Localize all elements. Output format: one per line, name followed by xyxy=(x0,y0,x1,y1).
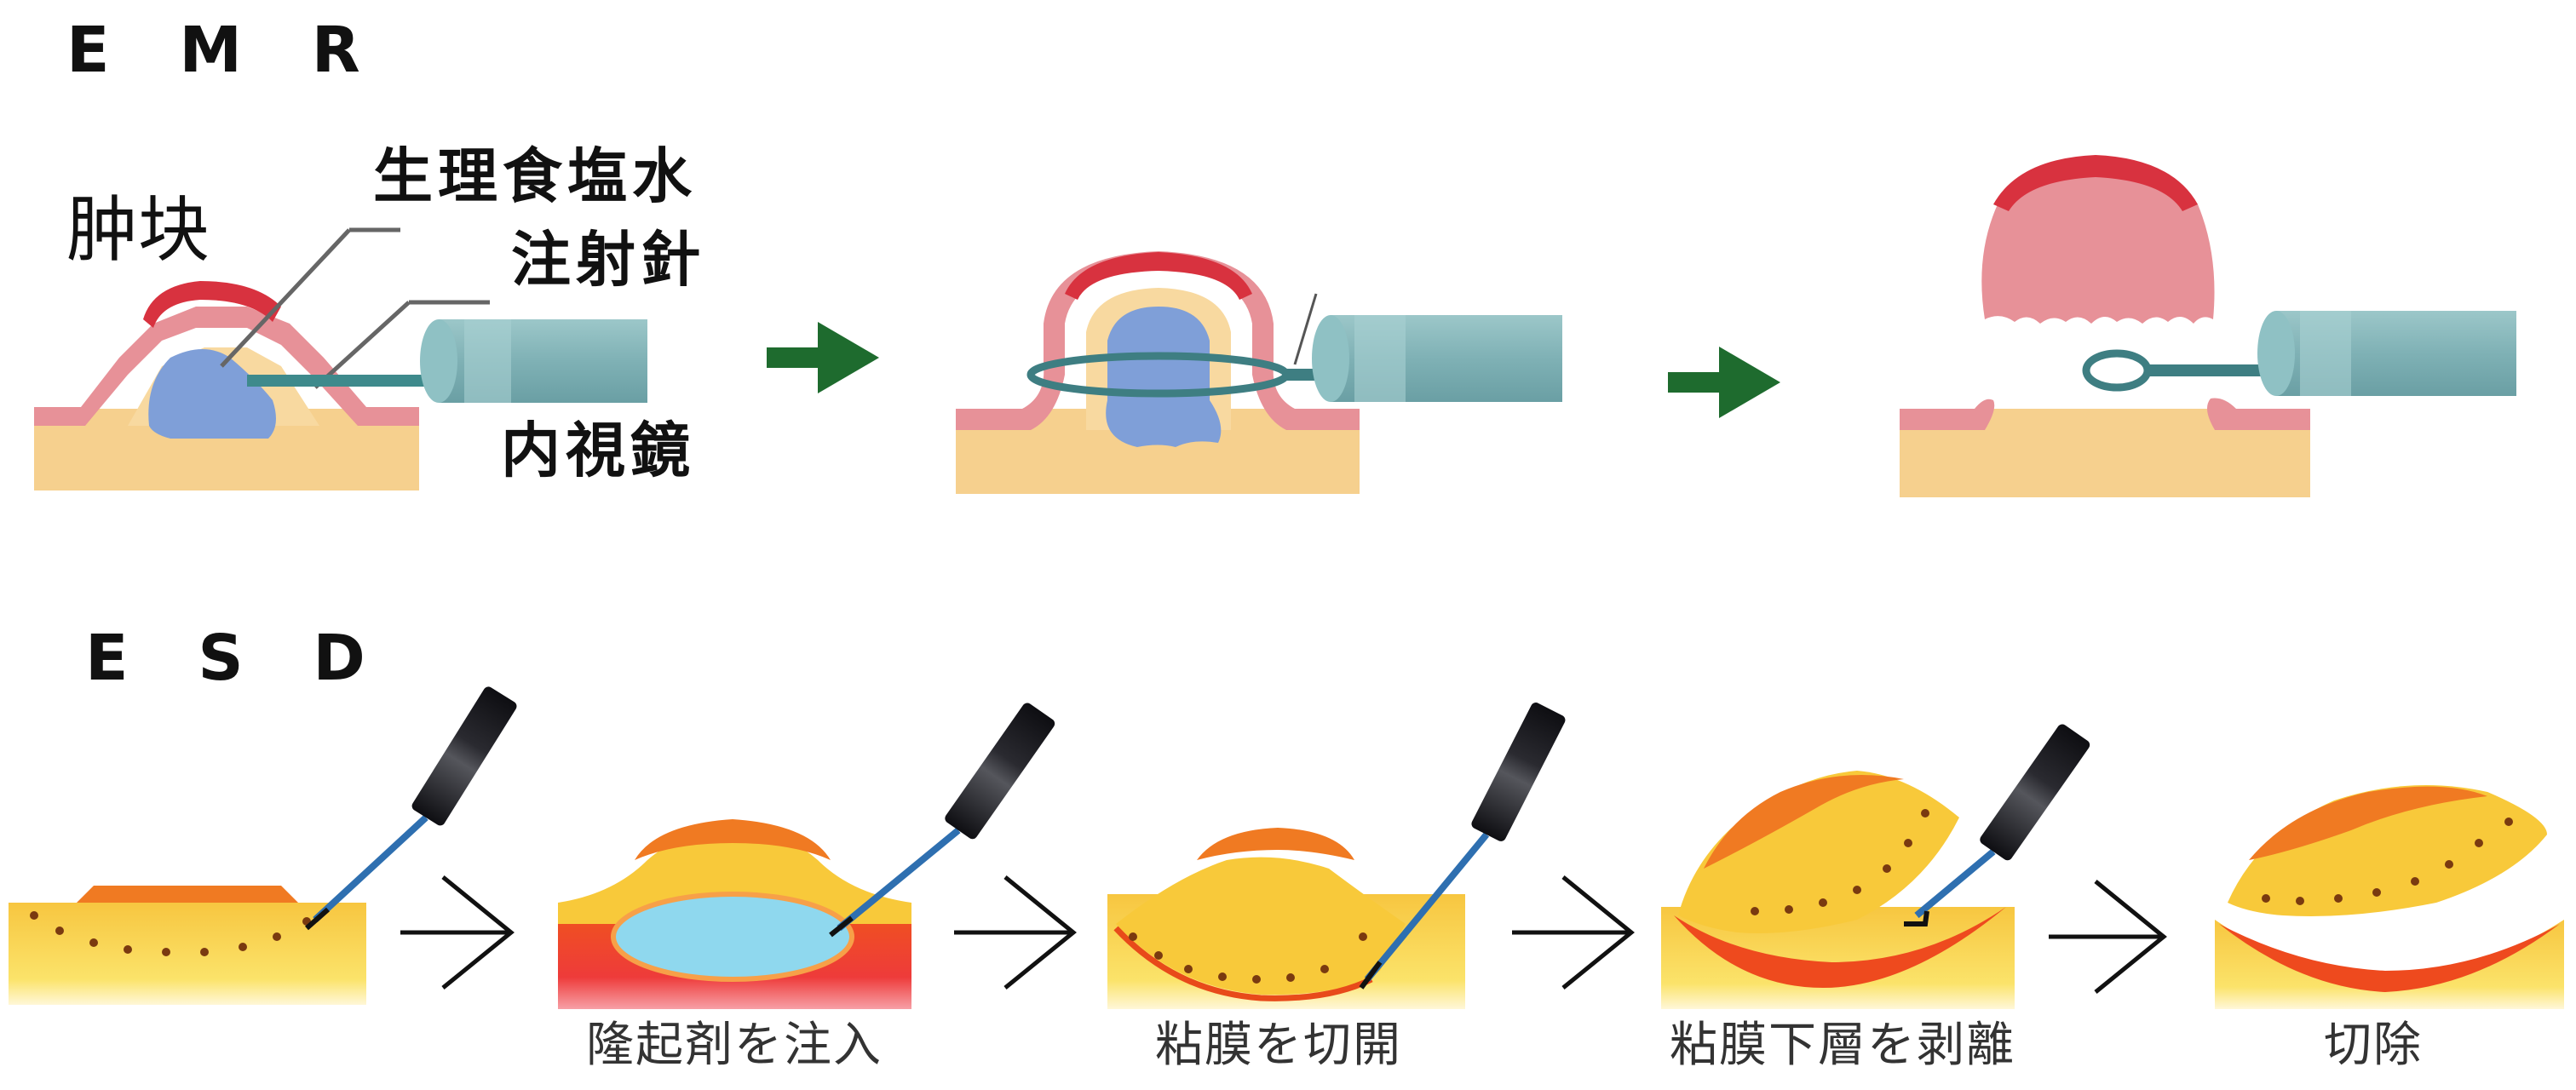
knife-icon xyxy=(1914,848,1996,919)
esd-panel-dissection xyxy=(1661,724,2090,1009)
snare-loop xyxy=(2082,349,2152,392)
green-arrow-icon xyxy=(767,322,879,393)
esd-step-label-incision: 粘膜を切開 xyxy=(1155,1018,1402,1073)
black-arrow-icon xyxy=(1512,875,1635,990)
injection-needle xyxy=(247,375,439,387)
black-arrow-icon xyxy=(2049,880,2167,994)
endoscope-icon xyxy=(1312,315,1562,402)
esd-panel-resection xyxy=(2215,785,2564,1009)
submucosa-cut xyxy=(1674,907,2006,988)
lesion xyxy=(1704,775,1904,869)
resected-specimen xyxy=(1981,158,2215,324)
tumor xyxy=(1065,252,1252,300)
emr-panel-resection xyxy=(1900,155,2516,497)
endoscope-icon xyxy=(2257,311,2516,396)
lesion xyxy=(77,886,298,903)
black-arrow-icon xyxy=(400,875,515,990)
emr-panel-injection xyxy=(34,227,647,490)
snare-wire xyxy=(1293,293,1318,365)
esd-panel-marking xyxy=(9,686,517,1005)
black-scope-icon xyxy=(945,703,1055,840)
emr-title: E M R xyxy=(66,14,384,87)
marking-dots xyxy=(1751,809,1929,915)
tumor xyxy=(143,281,281,328)
saline-leader-line xyxy=(220,228,351,368)
needle-label: 注射針 xyxy=(511,225,705,295)
esd-step-label-dissection: 粘膜下層を剥離 xyxy=(1670,1018,2015,1073)
black-scope-icon xyxy=(1471,703,1566,841)
endoscope-icon xyxy=(420,319,647,403)
green-arrow-icon xyxy=(1668,347,1780,418)
marking-dots xyxy=(2262,818,2513,905)
emr-panel-snare xyxy=(956,251,1562,494)
endoscope-label: 内視鏡 xyxy=(501,416,695,485)
saline-bleb xyxy=(148,349,276,439)
injected-fluid xyxy=(611,892,854,982)
knife-icon xyxy=(837,827,961,932)
knife-icon xyxy=(1364,832,1490,982)
needle-leader-line xyxy=(313,301,411,389)
black-arrow-icon xyxy=(954,875,1077,990)
knife-icon xyxy=(313,815,428,922)
mucosa-remnant-right xyxy=(2207,398,2310,430)
esd-panel-injection xyxy=(558,703,1055,1009)
black-scope-icon xyxy=(411,686,517,826)
esd-step-label-injection: 隆起剤を注入 xyxy=(586,1018,883,1073)
esd-step-label-resection: 切除 xyxy=(2324,1018,2423,1073)
saline-bleb xyxy=(1106,307,1222,447)
mucosa-remnant-left xyxy=(1900,399,1995,430)
lifted-flap xyxy=(1678,771,1959,933)
marking-dots xyxy=(30,911,311,956)
lesion xyxy=(2249,786,2487,860)
saline-label: 生理食塩水 xyxy=(373,141,697,211)
lesion xyxy=(1197,828,1354,860)
incision-line xyxy=(1113,926,1373,1001)
resection-bed xyxy=(2219,924,2560,992)
lesion xyxy=(635,819,831,860)
black-scope-icon xyxy=(1980,724,2090,861)
esd-title: E S D xyxy=(85,622,389,695)
tumor-label: 肿块 xyxy=(66,188,210,272)
marking-dots xyxy=(1129,932,1367,984)
mucosa-layer xyxy=(34,307,419,426)
tumor xyxy=(1993,155,2198,211)
esd-panel-incision xyxy=(1107,703,1566,1009)
